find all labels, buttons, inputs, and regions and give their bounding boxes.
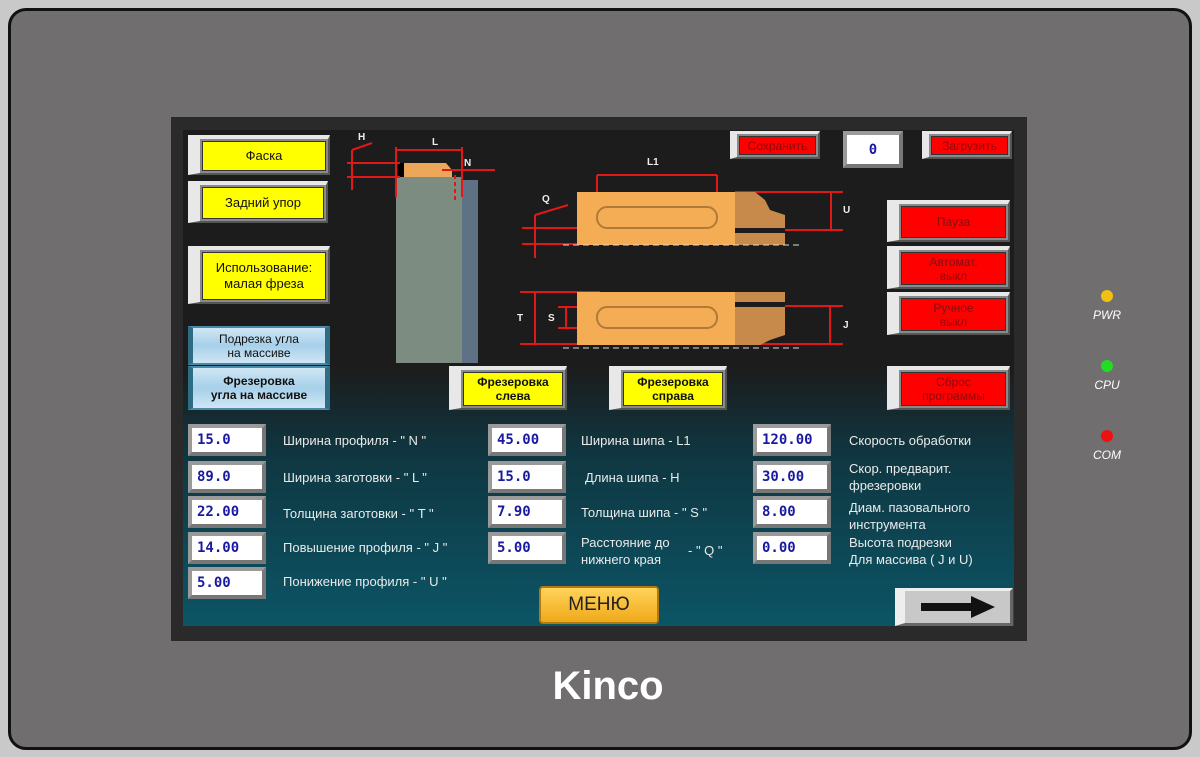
profile-width-n-label: Ширина профиля - " N " bbox=[283, 433, 427, 448]
cpu-label: CPU bbox=[1094, 378, 1120, 392]
mill-right-label-1: Фрезеровка bbox=[637, 375, 709, 389]
load-label: Загрузить bbox=[931, 136, 1008, 155]
blank-thickness-t-field[interactable]: 22.00 bbox=[188, 496, 266, 528]
tenon-thickness-s-field[interactable]: 7.90 bbox=[488, 496, 566, 528]
usage-label-2: малая фреза bbox=[224, 276, 304, 291]
blank-width-l-label: Ширина заготовки - " L " bbox=[283, 470, 427, 485]
load-button[interactable]: Загрузить bbox=[922, 131, 1012, 159]
dim-label-n: N bbox=[464, 158, 471, 169]
premill-speed-label-2: фрезеровки bbox=[849, 478, 922, 493]
chamfer-button[interactable]: Фаска bbox=[188, 135, 330, 175]
reset-label-1: Сброс bbox=[936, 375, 971, 389]
dim-label-h: H bbox=[358, 132, 365, 143]
tenon-thickness-s-label: Толщина шипа - " S " bbox=[581, 505, 708, 520]
chamfer-label: Фаска bbox=[202, 141, 326, 171]
mill-left-label-2: слева bbox=[495, 389, 531, 403]
slot-tool-diameter-label: Диам. пазовального инструмента bbox=[849, 499, 970, 533]
arrow-right-icon bbox=[920, 596, 995, 618]
mill-left-label-1: Фрезеровка bbox=[477, 375, 549, 389]
slot-tool-label-2: инструмента bbox=[849, 517, 926, 532]
undercut-label-1: Подрезка угла bbox=[219, 331, 299, 346]
dim-label-q: Q bbox=[542, 194, 550, 205]
auto-off-label-2: выкл bbox=[939, 268, 968, 283]
save-button[interactable]: Сохранить bbox=[730, 131, 820, 159]
profile-raise-j-label: Повышение профиля - " J " bbox=[283, 540, 448, 555]
bottom-distance-label-2: нижнего края bbox=[581, 552, 662, 567]
corner-mill-label-1: Фрезеровка bbox=[223, 374, 295, 388]
pwr-label: PWR bbox=[1093, 308, 1121, 322]
dim-label-j: J bbox=[843, 320, 849, 331]
tenon-bottom bbox=[563, 292, 800, 349]
undercut-height-label-2: Для массива ( J и U) bbox=[849, 552, 973, 567]
processing-speed-label: Скорость обработки bbox=[849, 433, 972, 448]
pause-label: Пауза bbox=[901, 206, 1006, 238]
pwr-led bbox=[1101, 290, 1113, 302]
slot-tool-diameter-field[interactable]: 8.00 bbox=[753, 496, 831, 528]
tenon-width-l1-field[interactable]: 45.00 bbox=[488, 424, 566, 456]
auto-off-label-1: Автомат. bbox=[929, 254, 978, 269]
profile-lower-u-field[interactable]: 5.00 bbox=[188, 567, 266, 599]
dim-label-l: L bbox=[432, 137, 438, 148]
blank-thickness-t-label: Толщина заготовки - " T " bbox=[283, 506, 434, 521]
reset-label-2: программы bbox=[922, 389, 985, 403]
auto-off-button[interactable]: Автомат.выкл bbox=[887, 246, 1010, 289]
premill-speed-label: Скор. предварит. фрезеровки bbox=[849, 460, 951, 494]
com-led bbox=[1101, 430, 1113, 442]
com-label: COM bbox=[1093, 448, 1121, 462]
premill-speed-label-1: Скор. предварит. bbox=[849, 461, 952, 476]
premill-speed-field[interactable]: 30.00 bbox=[753, 461, 831, 493]
back-stop-label: Задний упор bbox=[202, 187, 324, 219]
blank-width-l-field[interactable]: 89.0 bbox=[188, 461, 266, 493]
slot-tool-label-1: Диам. пазовального bbox=[849, 500, 971, 515]
tenon-length-h-field[interactable]: 15.0 bbox=[488, 461, 566, 493]
profile-lower-u-label: Понижение профиля - " U " bbox=[283, 574, 447, 589]
cpu-led bbox=[1101, 360, 1113, 372]
pause-button[interactable]: Пауза bbox=[887, 200, 1010, 242]
menu-button[interactable]: МЕНЮ bbox=[539, 586, 659, 624]
corner-mill-label-2: угла на массиве bbox=[210, 388, 308, 402]
bottom-distance-q-field[interactable]: 5.00 bbox=[488, 532, 566, 564]
kinco-logo: Kinco bbox=[552, 664, 664, 708]
tenon-top bbox=[563, 192, 800, 246]
mill-right-label-2: справа bbox=[652, 389, 694, 403]
back-stop-button[interactable]: Задний упор bbox=[188, 181, 328, 223]
bottom-distance-label-1: Расстояние до bbox=[581, 535, 670, 550]
next-page-button[interactable] bbox=[895, 588, 1013, 626]
bottom-distance-q-label: Расстояние до нижнего края bbox=[581, 534, 670, 568]
manual-off-label-1: Ручное bbox=[933, 300, 974, 315]
undercut-label-2: на массиве bbox=[227, 345, 291, 360]
dim-label-s: S bbox=[548, 313, 555, 324]
manual-off-label-2: выкл bbox=[939, 314, 968, 329]
processing-speed-field[interactable]: 120.00 bbox=[753, 424, 831, 456]
save-label: Сохранить bbox=[739, 136, 816, 155]
bottom-distance-q-suffix: - " Q " bbox=[688, 543, 723, 558]
program-number-field[interactable]: 0 bbox=[843, 131, 903, 168]
workpiece-side-view bbox=[396, 163, 478, 363]
tenon-width-l1-label: Ширина шипа - L1 bbox=[581, 433, 691, 448]
profile-raise-j-field[interactable]: 14.00 bbox=[188, 532, 266, 564]
usage-small-cutter-button[interactable]: Использование:малая фреза bbox=[188, 246, 330, 304]
undercut-height-field[interactable]: 0.00 bbox=[753, 532, 831, 564]
profile-width-n-field[interactable]: 15.0 bbox=[188, 424, 266, 456]
dimension-lines bbox=[347, 142, 843, 345]
dim-label-t: T bbox=[517, 313, 523, 324]
tenon-length-h-label: Длина шипа - H bbox=[585, 470, 680, 485]
usage-label-1: Использование: bbox=[215, 260, 313, 275]
dim-label-l1: L1 bbox=[647, 157, 659, 168]
undercut-height-label-1: Высота подрезки bbox=[849, 535, 952, 550]
dim-label-u: U bbox=[843, 205, 850, 216]
